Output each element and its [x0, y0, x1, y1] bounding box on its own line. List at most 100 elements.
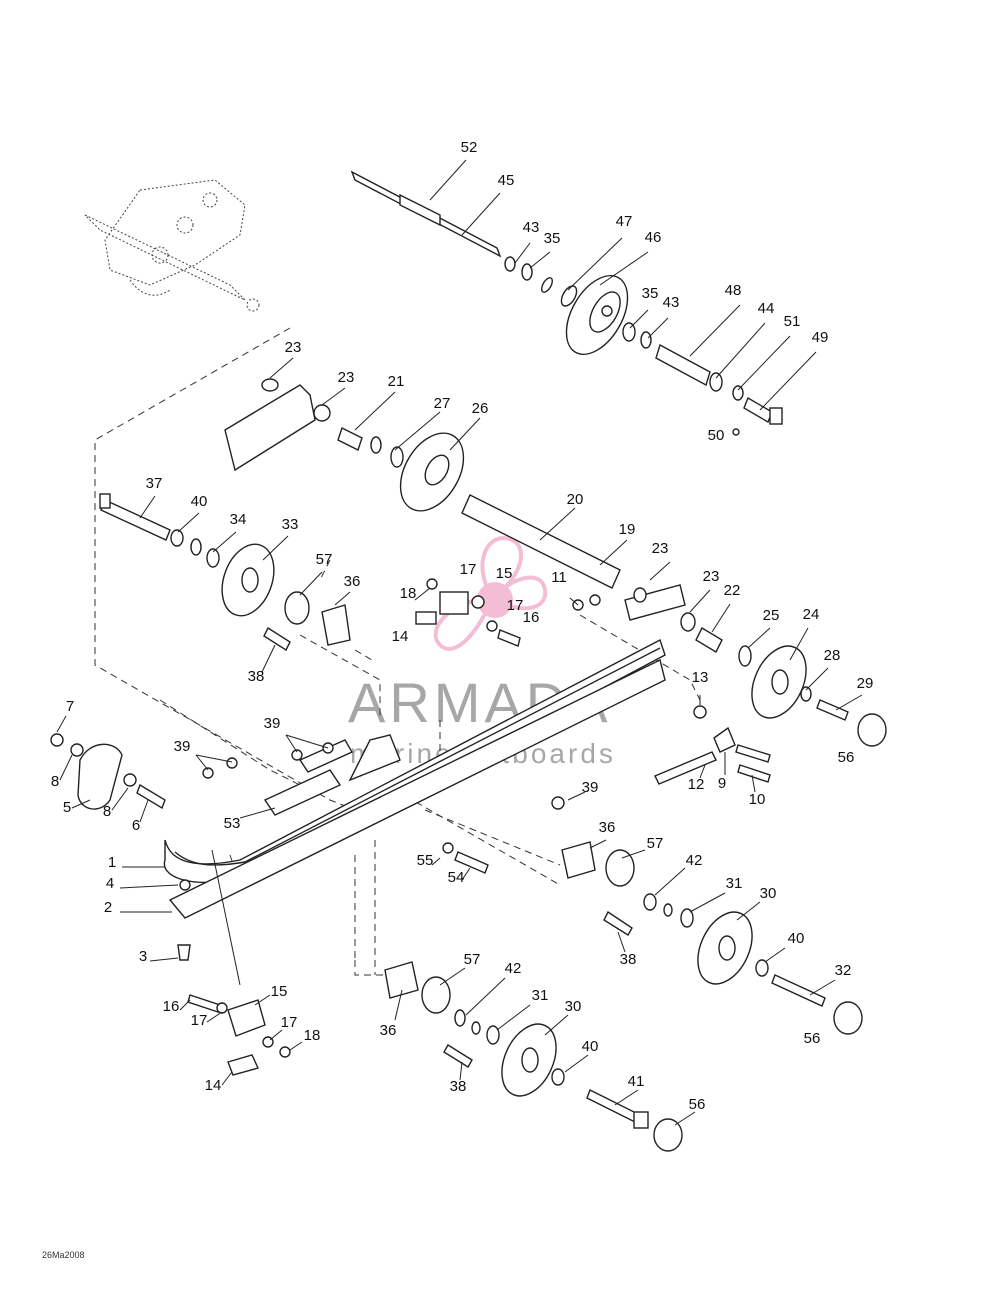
callout-c40c: 40: [582, 1038, 599, 1055]
callout-c25: 25: [763, 607, 780, 624]
callout-c23a: 23: [285, 339, 302, 356]
callout-c42a: 42: [686, 852, 703, 869]
front-wheel-group: [99, 493, 351, 673]
callout-c34: 34: [230, 511, 247, 528]
callout-c8a: 8: [51, 773, 59, 790]
rear-idler-wheel: [624, 561, 887, 747]
callout-c30a: 30: [760, 885, 777, 902]
callout-c39b: 39: [174, 738, 191, 755]
callout-c40a: 40: [191, 493, 208, 510]
callout-c4: 4: [106, 875, 114, 892]
callout-c28: 28: [824, 647, 841, 664]
callout-c5: 5: [63, 799, 71, 816]
callout-c31a: 31: [726, 875, 743, 892]
callout-c55: 55: [417, 852, 434, 869]
callout-c37: 37: [146, 475, 163, 492]
callout-c47: 47: [616, 213, 633, 230]
callout-c18a: 18: [400, 585, 417, 602]
callout-c36b: 36: [599, 819, 616, 836]
callout-c39a: 39: [264, 715, 281, 732]
callout-c6: 6: [132, 817, 140, 834]
callout-c12: 12: [688, 776, 705, 793]
callout-c17b: 17: [507, 597, 524, 614]
callout-c3: 3: [139, 948, 147, 965]
callout-c13: 13: [692, 669, 709, 686]
front-bumper: [50, 715, 166, 823]
callout-c38b: 38: [620, 951, 637, 968]
callout-c43a: 43: [523, 219, 540, 236]
callout-c15b: 15: [271, 983, 288, 1000]
callout-c57c: 57: [464, 951, 481, 968]
lower-left-slider-group: [179, 994, 303, 1086]
callout-c53: 53: [224, 815, 241, 832]
callout-c23d: 23: [703, 568, 720, 585]
callout-c52: 52: [461, 139, 478, 156]
callout-c33: 33: [282, 516, 299, 533]
callout-c26: 26: [472, 400, 489, 417]
callout-c43b: 43: [663, 294, 680, 311]
callout-c9: 9: [718, 775, 726, 792]
callout-c20: 20: [567, 491, 584, 508]
callout-c36a: 36: [344, 573, 361, 590]
callout-c57a: 57: [316, 551, 333, 568]
callout-c17a: 17: [460, 561, 477, 578]
callout-c38c: 38: [450, 1078, 467, 1095]
callout-c17c: 17: [191, 1012, 208, 1029]
callout-c16b: 16: [163, 998, 180, 1015]
callout-c21: 21: [388, 373, 405, 390]
callout-c51: 51: [784, 313, 801, 330]
callout-c29: 29: [857, 675, 874, 692]
callout-c48: 48: [725, 282, 742, 299]
diagram-footer-code: 26Ma2008: [42, 1250, 85, 1260]
callout-c23b: 23: [338, 369, 355, 386]
callout-c35b: 35: [642, 285, 659, 302]
callout-c45: 45: [498, 172, 515, 189]
slide-rail: [119, 638, 666, 986]
callout-c14b: 14: [205, 1077, 222, 1094]
callout-c17d: 17: [281, 1014, 298, 1031]
callout-c23c: 23: [652, 540, 669, 557]
callout-c8b: 8: [103, 803, 111, 820]
callout-c36c: 36: [380, 1022, 397, 1039]
callout-c35a: 35: [544, 230, 561, 247]
callout-c16a: 16: [523, 609, 540, 626]
rear-axle-group: [224, 357, 628, 589]
callout-c50: 50: [708, 427, 725, 444]
callout-c40b: 40: [788, 930, 805, 947]
callout-c46: 46: [645, 229, 662, 246]
upper-idler-shaft: [350, 159, 502, 258]
callout-c24: 24: [803, 606, 820, 623]
callout-c39c: 39: [582, 779, 599, 796]
callout-c2: 2: [104, 899, 112, 916]
callout-c27: 27: [434, 395, 451, 412]
callout-c7: 7: [66, 698, 74, 715]
callout-c56a: 56: [838, 749, 855, 766]
callout-c32: 32: [835, 962, 852, 979]
upper-spacer-bolt: [655, 304, 817, 436]
callout-c11: 11: [551, 569, 567, 586]
upper-idler-wheel: [504, 237, 669, 355]
callout-c38a: 38: [248, 668, 265, 685]
callout-c15a: 15: [496, 565, 513, 582]
callout-c54: 54: [448, 869, 465, 886]
assembly-guide-lines: [94, 327, 701, 976]
callout-c56b: 56: [804, 1030, 821, 1047]
callout-c1: 1: [108, 854, 116, 871]
callout-c22: 22: [724, 582, 741, 599]
callout-c44: 44: [758, 300, 775, 317]
callout-c10: 10: [749, 791, 766, 808]
callout-c56c: 56: [689, 1096, 706, 1113]
center-hardware-group: [414, 578, 771, 793]
callout-c19: 19: [619, 521, 636, 538]
callout-c31b: 31: [532, 987, 549, 1004]
callout-c18b: 18: [304, 1027, 321, 1044]
lower-wheel-group: [384, 961, 696, 1152]
callout-c14a: 14: [392, 628, 409, 645]
callout-c42b: 42: [505, 960, 522, 977]
callout-c41: 41: [628, 1073, 645, 1090]
callout-c49: 49: [812, 329, 829, 346]
callout-c30b: 30: [565, 998, 582, 1015]
drive-axle-reference: [84, 179, 260, 312]
callout-c57b: 57: [647, 835, 664, 852]
